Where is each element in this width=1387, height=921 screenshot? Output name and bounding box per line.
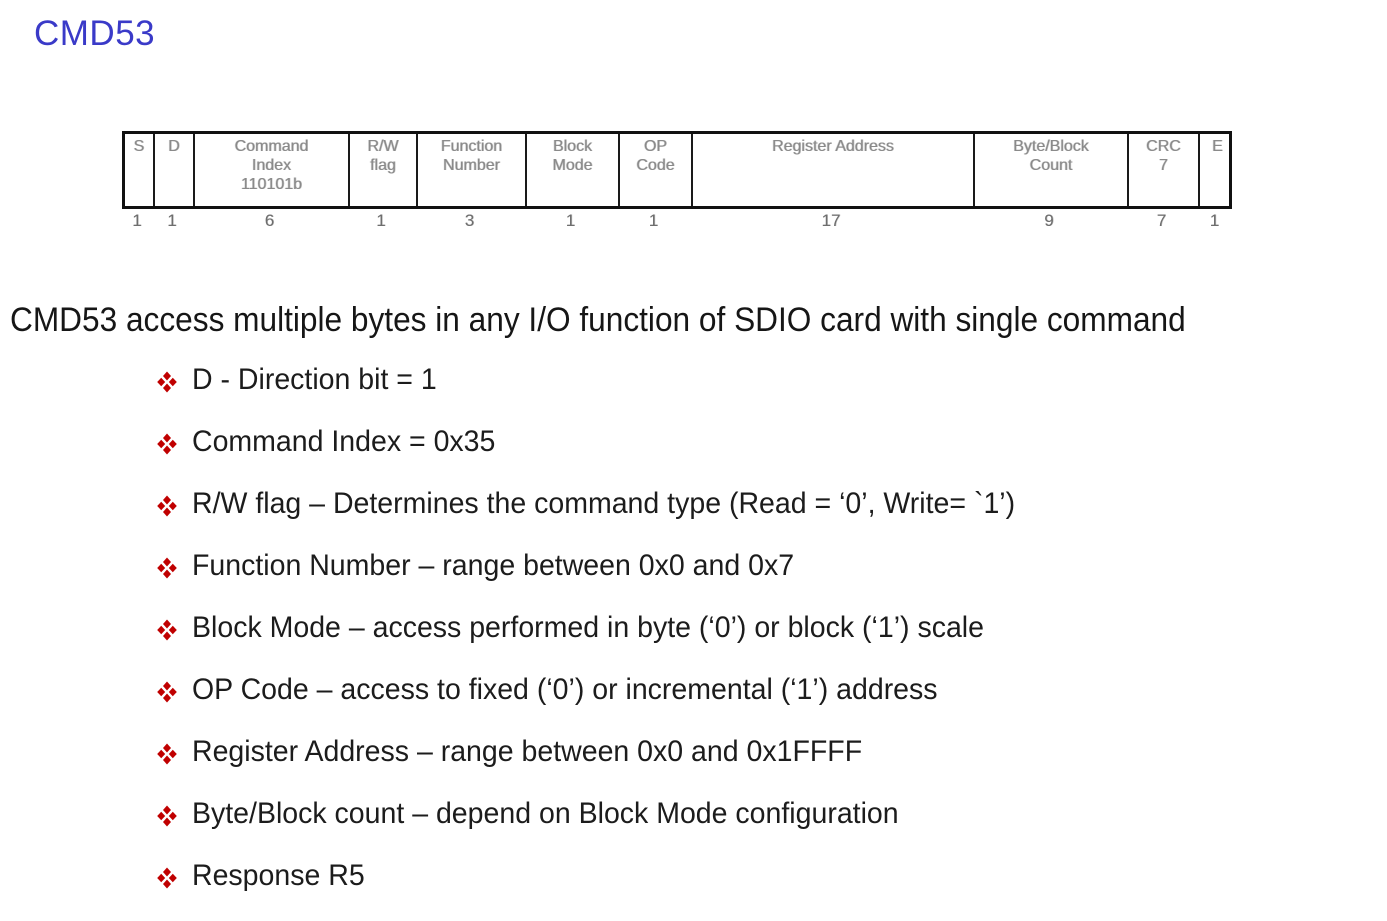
four-diamond-bullet-icon — [152, 859, 192, 893]
frame-field-label: Command — [234, 138, 309, 155]
frame-bitcount-2: 6 — [264, 211, 275, 230]
four-diamond-bullet-icon — [152, 487, 192, 521]
frame-field-1: D — [155, 134, 195, 206]
frame-field-9: CRC 7 — [1129, 134, 1200, 206]
frame-bitcount-7: 17 — [821, 211, 841, 230]
four-diamond-bullet-icon — [152, 549, 192, 583]
frame-bitcount-9: 7 — [1156, 211, 1167, 230]
list-item-label: Register Address – range between 0x0 and… — [192, 735, 863, 768]
frame-field-label: Index — [251, 157, 292, 174]
list-item-label: Command Index = 0x35 — [192, 425, 496, 458]
list-item: Function Number – range between 0x0 and … — [152, 549, 1352, 611]
page-title: CMD53 — [34, 14, 156, 53]
frame-field-label: flag — [370, 157, 396, 174]
frame-field-label: Byte/Block — [1013, 138, 1089, 155]
four-diamond-bullet-icon — [152, 735, 192, 769]
bullet-list: D - Direction bit = 1 Command Index = 0x3… — [152, 363, 1352, 921]
four-diamond-bullet-icon — [152, 673, 192, 707]
frame-field-label: Block — [552, 138, 593, 155]
list-item-label: Response R5 — [192, 859, 365, 892]
frame-bitcount-8: 9 — [1044, 211, 1054, 230]
frame-field-label: 110101b — [240, 176, 303, 193]
four-diamond-bullet-icon — [152, 797, 192, 831]
list-item: Byte/Block count – depend on Block Mode … — [152, 797, 1352, 859]
list-item-label: OP Code – access to fixed (‘0’) or incre… — [192, 673, 938, 706]
frame-field-label: Code — [636, 157, 675, 174]
frame-field-label: R/W — [367, 138, 399, 155]
list-item: D - Direction bit = 1 — [152, 363, 1352, 425]
frame-field-10: E — [1200, 134, 1235, 206]
frame-field-label: Count — [1029, 157, 1073, 174]
frame-bitcount-10: 1 — [1209, 211, 1220, 230]
list-item: Response R5 — [152, 859, 1352, 921]
lead-sentence: CMD53 access multiple bytes in any I/O f… — [10, 301, 1186, 339]
frame-field-label: CRC — [1146, 138, 1181, 155]
frame-bitcount-4: 3 — [464, 211, 475, 230]
list-item: Command Index = 0x35 — [152, 425, 1352, 487]
frame-field-0: S — [125, 134, 155, 206]
frame-field-label: Mode — [552, 157, 593, 174]
frame-field-label: Register Address — [772, 138, 894, 155]
frame-field-3: R/W flag — [350, 134, 418, 206]
frame-field-label: Function — [440, 138, 503, 155]
frame-bitcount-0: 1 — [132, 211, 142, 230]
list-item: R/W flag – Determines the command type (… — [152, 487, 1352, 549]
list-item-label: D - Direction bit = 1 — [192, 363, 437, 396]
list-item-label: Byte/Block count – depend on Block Mode … — [192, 797, 899, 830]
frame-bitcount-5: 1 — [565, 211, 576, 230]
frame-bitcount-1: 1 — [167, 211, 177, 230]
frame-bitcount-3: 1 — [376, 211, 386, 230]
frame-field-7: Register Address — [693, 134, 975, 206]
list-item: Register Address – range between 0x0 and… — [152, 735, 1352, 797]
frame-field-label: 7 — [1159, 157, 1168, 174]
frame-field-6: OP Code — [620, 134, 693, 206]
list-item-label: R/W flag – Determines the command type (… — [192, 487, 1016, 520]
list-item: OP Code – access to fixed (‘0’) or incre… — [152, 673, 1352, 735]
frame-field-label: E — [1212, 138, 1223, 155]
four-diamond-bullet-icon — [152, 611, 192, 645]
frame-field-label: Number — [443, 157, 500, 174]
list-item-label: Function Number – range between 0x0 and … — [192, 549, 795, 582]
four-diamond-bullet-icon — [152, 363, 192, 397]
frame-bitcount-6: 1 — [648, 211, 659, 230]
frame-field-label: D — [168, 138, 180, 155]
list-item: Block Mode – access performed in byte (‘… — [152, 611, 1352, 673]
frame-field-label: S — [133, 138, 145, 155]
list-item-label: Block Mode – access performed in byte (‘… — [192, 611, 984, 644]
frame-field-label: OP — [643, 138, 668, 155]
four-diamond-bullet-icon — [152, 425, 192, 459]
